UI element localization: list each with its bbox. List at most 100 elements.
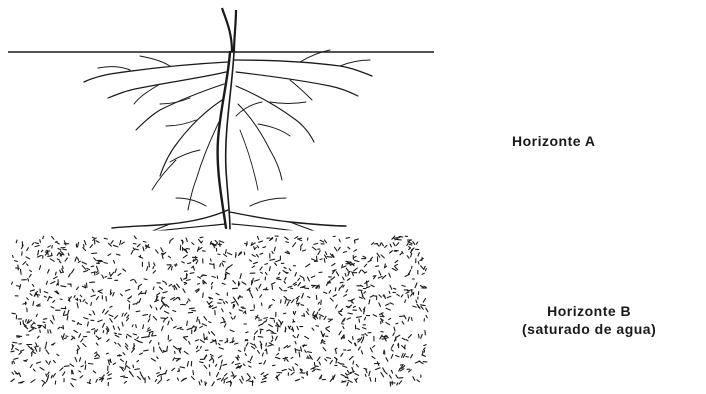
plant-stem [222,8,232,52]
stipple-dash [202,275,206,276]
stipple-dash [409,244,412,245]
stipple-dash [180,329,183,330]
stipple-dash [304,314,305,317]
stipple-dash [270,318,274,319]
stipple-dash [91,302,92,305]
stipple-dash [61,327,63,328]
stipple-dash [286,242,289,243]
stipple-dash [251,310,255,311]
stipple-dash [144,279,147,280]
stipple-dash [273,365,276,366]
stipple-dash [166,283,167,285]
stipple-dash [281,322,282,324]
stipple-dash [320,259,322,260]
stipple-dash [367,281,368,286]
stipple-dash [133,304,136,305]
stipple-dash [13,342,17,343]
stipple-dash [21,269,22,274]
stipple-dash [308,352,312,353]
stipple-dash [224,381,225,383]
stipple-dash [121,376,125,377]
stipple-dash [246,242,247,246]
stipple-dash [233,288,238,289]
stipple-dash [174,287,175,289]
stipple-dash [211,259,212,261]
stipple-dash [271,333,276,334]
stipple-dash [167,346,168,350]
stipple-dash [308,309,309,311]
stipple-dash [201,346,202,348]
stipple-dash [13,256,14,258]
stipple-dash [28,279,29,282]
stipple-dash [219,299,223,300]
stipple-dash [164,320,165,322]
stipple-dash [397,383,398,385]
stipple-dash [357,329,360,330]
stipple-dash [145,336,149,337]
stipple-dash [327,257,332,258]
stipple-dash [64,338,66,339]
stipple-dash [245,348,246,351]
stipple-dash [291,288,293,289]
stipple-dash [12,313,15,314]
stipple-dash [196,327,197,331]
stipple-dash [345,377,348,378]
stipple-dash [171,267,172,271]
stipple-dash [15,261,18,262]
stipple-dash [46,342,47,345]
stipple-dash [272,336,273,339]
stipple-dash [264,318,268,319]
stipple-dash [170,240,171,243]
stipple-dash [398,343,399,345]
stipple-dash [135,369,140,370]
stipple-dash [63,326,64,330]
stipple-dash [11,351,14,352]
stipple-dash [342,364,344,365]
stipple-dash [363,337,364,340]
stipple-dash [68,253,69,255]
stipple-dash [204,334,205,339]
stipple-dash [33,302,34,306]
stipple-dash [249,290,250,293]
stipple-dash [203,293,204,297]
stipple-dash [353,361,354,364]
stipple-dash [61,272,63,273]
stipple-dash [301,305,304,306]
stipple-dash [193,371,194,375]
stipple-dash [265,264,268,265]
stipple-dash [88,364,93,365]
stipple-dash [153,287,154,290]
root-system [84,50,372,236]
stipple-dash [389,291,390,293]
stipple-dash [261,303,262,305]
stipple-dash [365,374,366,376]
stipple-dash [119,356,121,357]
stipple-dash [157,373,160,374]
stipple-dash [304,345,305,347]
stipple-dash [52,246,53,249]
stipple-dash [72,321,75,322]
stipple-dash [95,330,96,334]
stipple-dash [220,264,221,267]
stipple-dash [246,332,248,333]
stipple-dash [353,337,354,340]
stipple-dash [85,365,86,370]
stipple-dash [339,288,340,290]
stipple-dash [67,316,68,320]
stipple-dash [396,323,398,324]
stipple-dash [210,264,215,265]
stipple-dash [263,247,266,248]
stipple-dash [209,322,211,323]
stipple-dash [95,358,100,359]
stipple-dash [272,285,273,289]
stipple-dash [55,272,56,275]
stipple-dash [149,262,150,267]
stipple-dash [161,318,166,319]
stipple-dash [260,330,261,334]
stipple-dash [106,353,108,354]
stipple-dash [32,354,33,356]
stipple-dash [143,242,146,243]
stipple-dash [136,311,140,312]
stipple-dash [40,330,41,332]
